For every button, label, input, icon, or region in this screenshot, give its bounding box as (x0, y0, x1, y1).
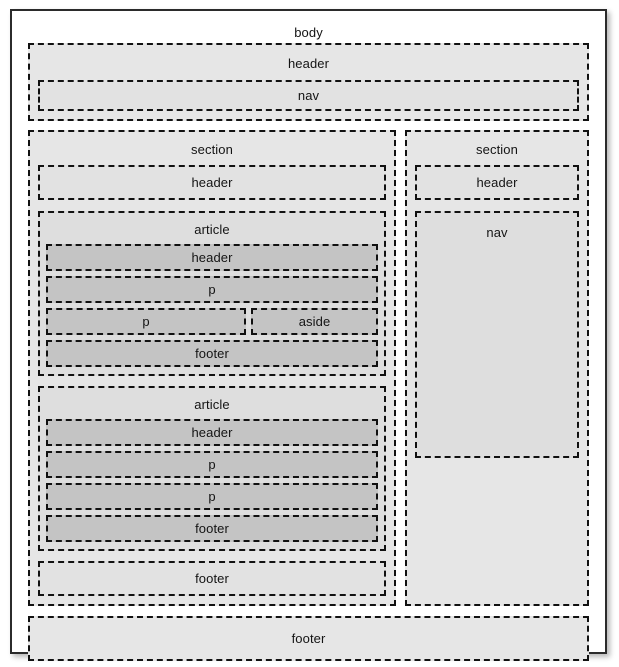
article-footer-box: footer (46, 515, 378, 542)
article-aside-box: aside (251, 308, 378, 335)
side-section-nav-label: nav (486, 225, 508, 240)
side-section-box: section header nav (405, 130, 589, 606)
article-footer-box: footer (46, 340, 378, 367)
page-nav-label: nav (297, 88, 320, 103)
diagram-frame: body header nav section header (10, 9, 607, 661)
side-section-nav-box: nav (415, 211, 579, 458)
article-paragraph-label: p (208, 457, 216, 472)
body-box: body header nav section header (18, 17, 599, 661)
main-section-header-label: header (191, 175, 233, 190)
article-paragraph-label: p (208, 282, 216, 297)
article-paragraph-label: p (208, 489, 216, 504)
side-section-header-box: header (415, 165, 579, 200)
main-section-label: section (191, 142, 233, 157)
article-label: article (194, 397, 230, 412)
article-paragraph-box: p (46, 483, 378, 510)
body-inner-wrapper: header nav section header article (28, 43, 589, 661)
page-header-label: header (287, 56, 330, 71)
side-section-label: section (476, 142, 518, 157)
page-header-box: header nav (28, 43, 589, 121)
main-section-footer-box: footer (38, 561, 386, 596)
article-label: article (194, 222, 230, 237)
article-paragraph-box: p (46, 451, 378, 478)
main-section-header-box: header (38, 165, 386, 200)
article-paragraph-box: p (46, 276, 378, 303)
page-footer-box: footer (28, 616, 589, 661)
main-section-box: section header article header p (28, 130, 396, 606)
article-header-label: header (191, 250, 233, 265)
main-section-footer-label: footer (195, 571, 229, 586)
article-box: article header p p aside (38, 211, 386, 376)
article-footer-label: footer (195, 346, 229, 361)
page-nav-box: nav (38, 80, 579, 111)
article-footer-label: footer (195, 521, 229, 536)
article-aside-label: aside (298, 314, 331, 329)
article-split-row: p aside (46, 308, 378, 335)
side-section-header-label: header (476, 175, 518, 190)
article-header-label: header (191, 425, 233, 440)
article-paragraph-label: p (142, 314, 150, 329)
article-box: article header p p footer (38, 386, 386, 551)
article-paragraph-box: p (46, 308, 246, 335)
page-footer-label: footer (291, 631, 326, 646)
article-header-box: header (46, 419, 378, 446)
columns-wrapper: section header article header p (28, 130, 589, 606)
article-header-box: header (46, 244, 378, 271)
body-label: body (294, 25, 323, 40)
